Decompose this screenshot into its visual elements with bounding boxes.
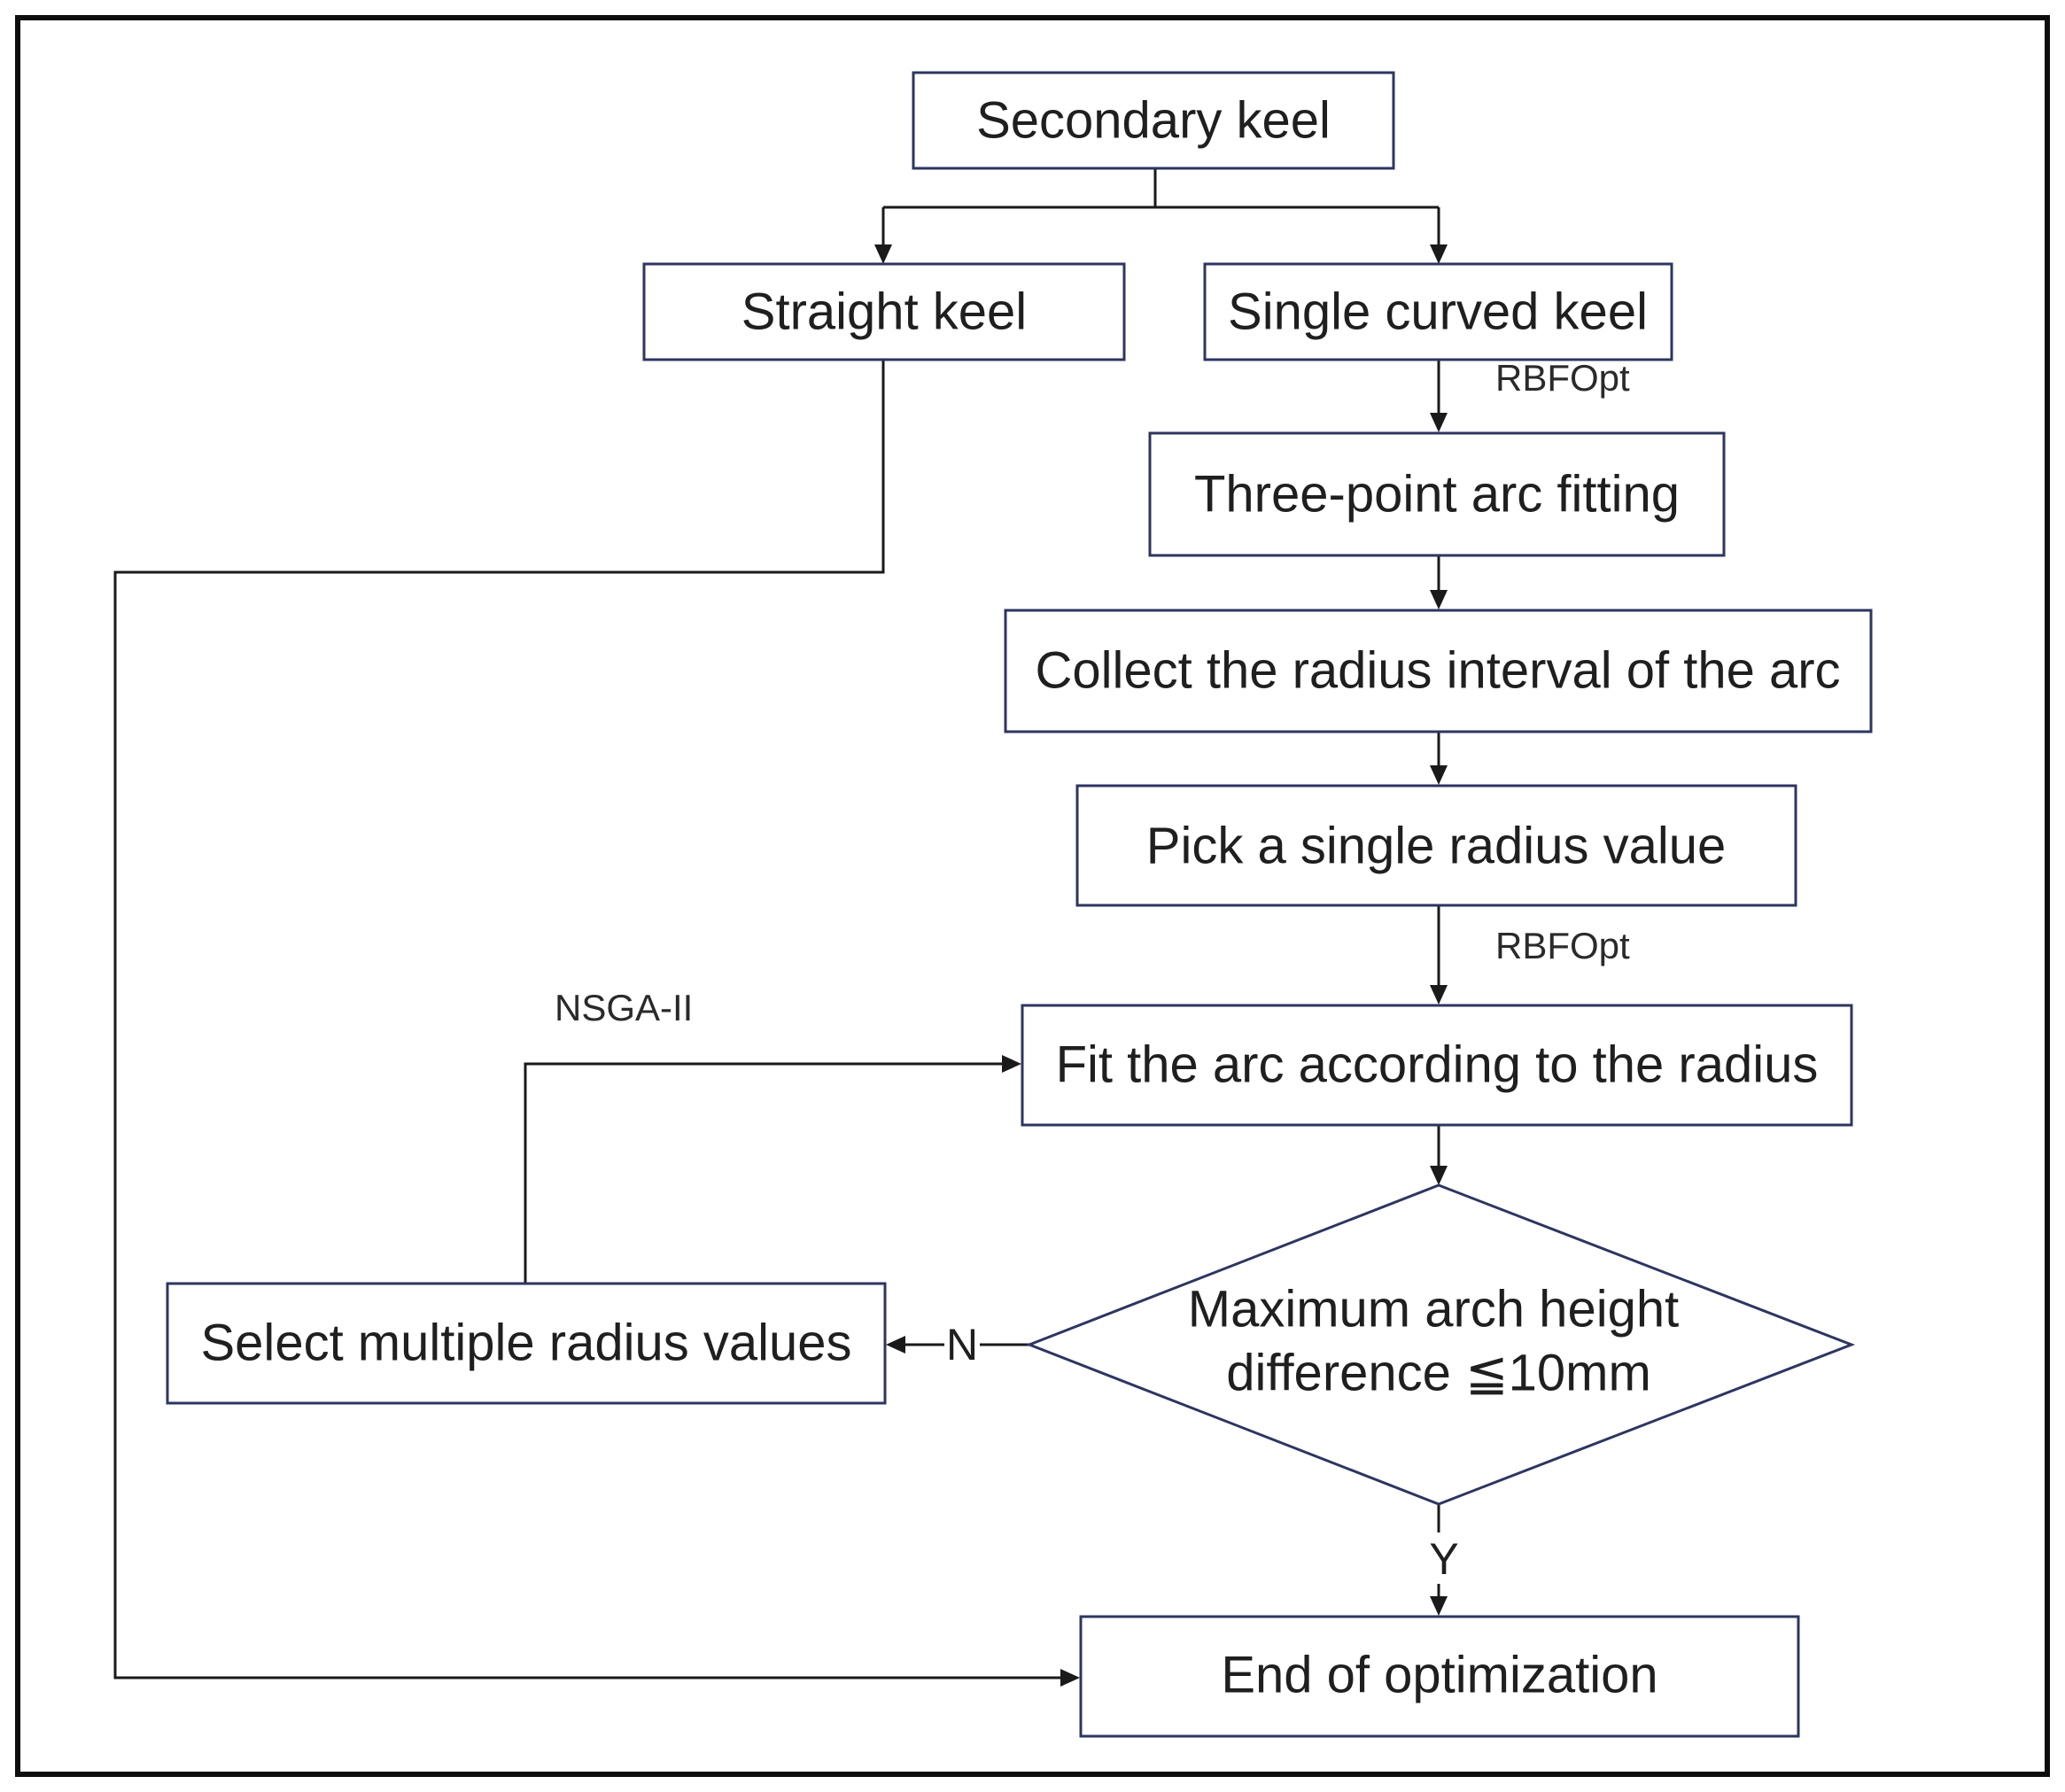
arrowhead-to-end-bottom [1430,1596,1448,1616]
arrowhead-to-decision [1430,1166,1448,1185]
node-decision-line1: Maximum arch height [1188,1281,1679,1338]
edge-label-nsga-ii: NSGA-II [555,987,693,1028]
node-single-curved-keel: Single curved keel [1203,262,1673,361]
node-select-multiple-radius: Select multiple radius values [166,1282,887,1405]
node-end-of-optimization-box [1079,1615,1800,1738]
node-fit-arc-by-radius-box [1021,1004,1853,1127]
node-pick-single-radius: Pick a single radius value [1075,784,1797,907]
node-collect-radius-interval: Collect the radius interval of the arc [1004,609,1873,733]
node-collect-radius-interval-box [1004,609,1873,733]
arrowhead-loop-to-fit [1002,1055,1021,1073]
connector-straight-to-end [113,360,1060,1680]
node-decision-arch-height: Maximum arch height difference ≦10mm [1025,1183,1856,1506]
node-fit-arc-by-radius: Fit the arc according to the radius [1021,1004,1853,1127]
connector-secondary-split [881,168,1440,244]
edge-label-rbfopt-upper: RBFOpt [1495,357,1630,399]
node-decision-line2: difference ≦10mm [1226,1345,1651,1402]
node-straight-keel-box [642,262,1126,361]
node-select-multiple-radius-box [166,1282,887,1405]
node-fit-arc-by-radius-label: Fit the arc according to the radius [1056,1036,1819,1094]
node-pick-single-radius-box [1075,784,1797,907]
connector-select-loop-to-fit [524,1062,1002,1283]
arrowhead-to-collect [1430,590,1448,609]
node-decision-arch-height-diamond [1025,1183,1856,1506]
node-single-curved-keel-label: Single curved keel [1228,283,1648,341]
node-three-point-arc-fitting-box [1148,431,1726,557]
arrowhead-to-end-left [1060,1669,1080,1687]
node-straight-keel-label: Straight keel [741,283,1027,341]
arrowhead-to-pick [1430,765,1448,785]
outer-frame [15,15,2050,1777]
arrowhead-to-select-multiple [886,1336,905,1354]
node-three-point-arc-fitting-label: Three-point arc fitting [1194,466,1680,524]
node-secondary-keel-box [912,71,1395,170]
node-secondary-keel: Secondary keel [912,71,1395,170]
node-single-curved-keel-box [1203,262,1673,361]
node-three-point-arc-fitting: Three-point arc fitting [1148,431,1726,557]
branch-label-yes: Y [1429,1534,1458,1584]
node-straight-keel: Straight keel [642,262,1126,361]
arrowhead-to-three-point [1430,413,1448,432]
node-select-multiple-radius-label: Select multiple radius values [200,1315,851,1372]
arrowhead-to-fit [1430,985,1448,1005]
node-pick-single-radius-label: Pick a single radius value [1146,818,1726,875]
node-secondary-keel-label: Secondary keel [976,92,1331,150]
arrowhead-to-straight-keel [874,244,892,264]
branch-label-no: N [946,1320,978,1369]
arrowhead-to-single-curved-keel [1430,244,1448,264]
edge-label-rbfopt-lower: RBFOpt [1495,925,1630,966]
node-end-of-optimization-label: End of optimization [1221,1647,1657,1704]
node-collect-radius-interval-label: Collect the radius interval of the arc [1035,642,1840,700]
node-end-of-optimization: End of optimization [1079,1615,1800,1738]
